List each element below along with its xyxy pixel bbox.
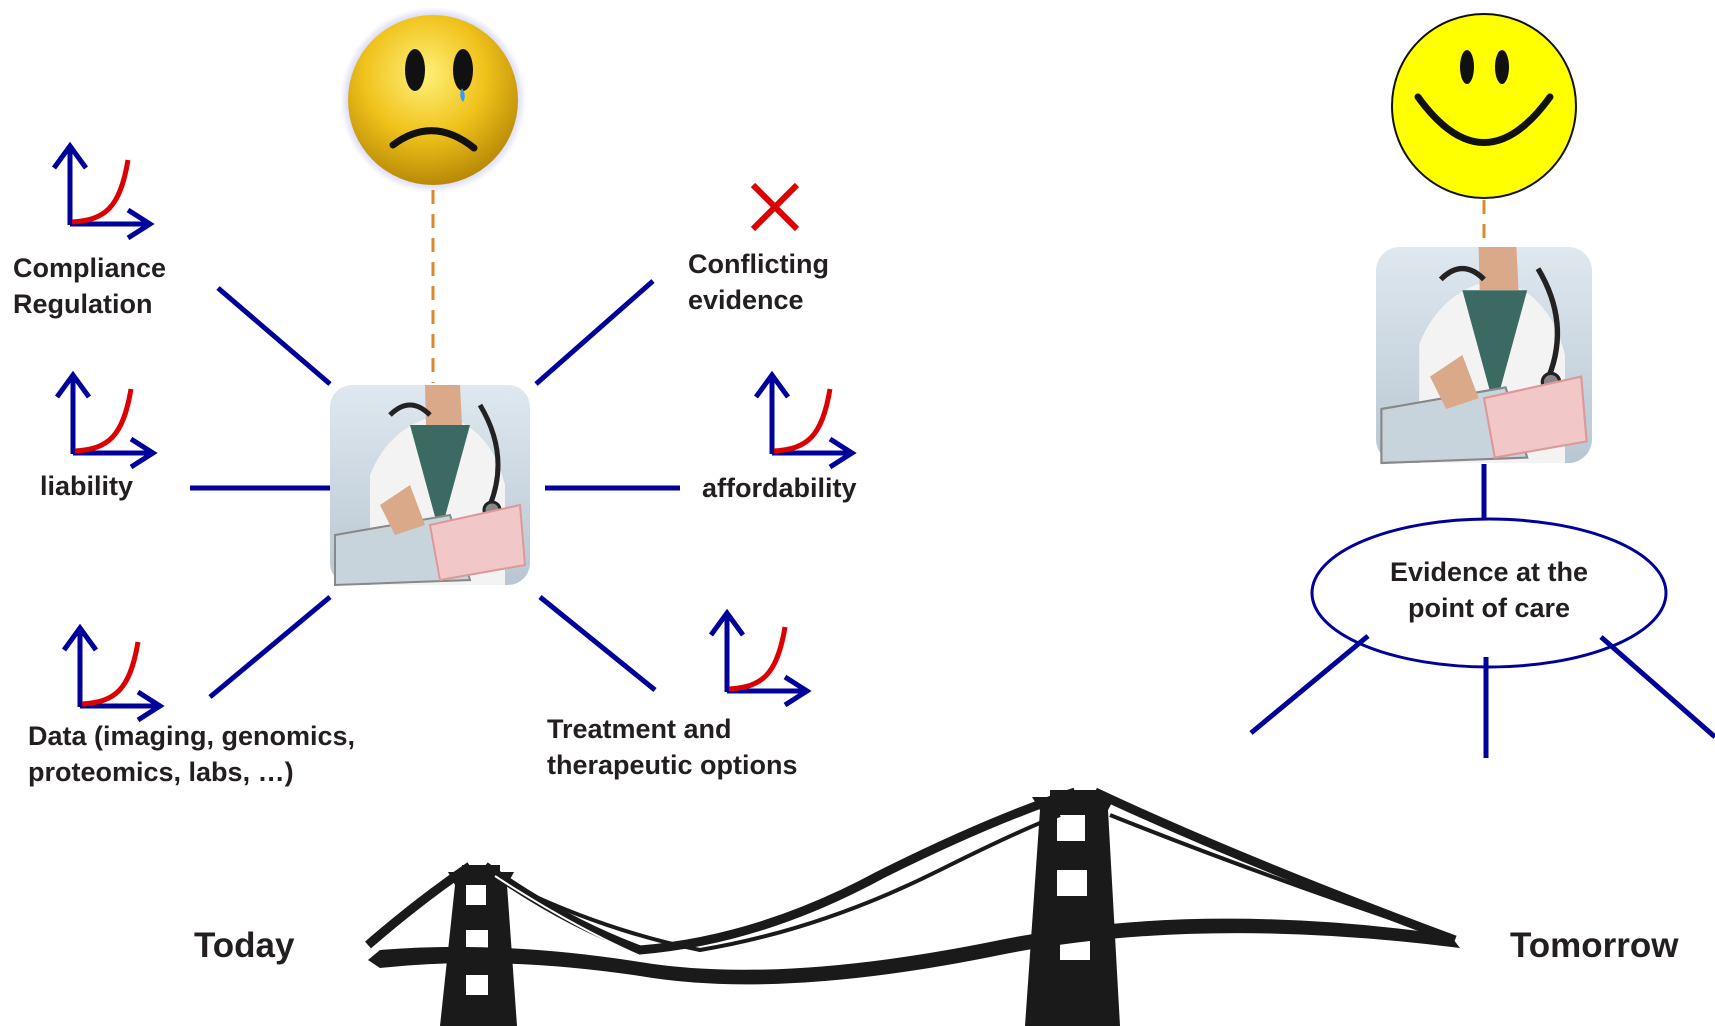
label-conflicting: Conflicting evidence	[688, 246, 829, 318]
label-treatment: Treatment and therapeutic options	[547, 711, 798, 783]
label-compliance-line2: Regulation	[13, 289, 153, 319]
label-affordability: affordability	[702, 473, 857, 503]
label-conflicting-line1: Conflicting	[688, 249, 829, 279]
happy-face-icon	[1391, 13, 1577, 199]
spoke-compliance	[216, 286, 332, 386]
label-data-line2: proteomics, labs, …)	[28, 757, 294, 787]
label-compliance-line1: Compliance	[13, 253, 167, 283]
doctor-photo-tomorrow	[1376, 247, 1592, 463]
trend-icon-treatment	[711, 613, 807, 705]
label-data: Data (imaging, genomics, proteomics, lab…	[28, 718, 355, 790]
label-conflicting-line2: evidence	[688, 285, 804, 315]
doctor-photo-today	[330, 385, 530, 585]
label-treatment-line1: Treatment and	[547, 714, 732, 744]
spoke-treatment	[538, 595, 657, 692]
sad-face-icon	[340, 7, 526, 193]
suspension-bridge	[365, 787, 1460, 1026]
spoke-evidence-left	[1249, 634, 1370, 735]
label-evidence: Evidence at the point of care	[1354, 554, 1624, 626]
label-liability: liability	[40, 471, 134, 501]
label-evidence-line1: Evidence at the	[1389, 557, 1589, 587]
bridge-cable-highlight	[494, 875, 641, 957]
spoke-data	[208, 595, 332, 699]
label-data-line1: Data (imaging, genomics,	[28, 721, 356, 751]
trend-icon-affordability	[756, 375, 852, 467]
trend-icon-liability	[57, 375, 153, 467]
label-compliance: Compliance Regulation	[13, 250, 166, 322]
trend-icon-compliance	[54, 146, 150, 238]
spoke-conflicting	[534, 279, 655, 386]
label-evidence-line2: point of care	[1407, 593, 1570, 623]
label-treatment-line2: therapeutic options	[547, 750, 798, 780]
label-today: Today	[194, 926, 295, 965]
red-x-icon	[750, 182, 800, 232]
label-tomorrow: Tomorrow	[1510, 926, 1679, 965]
evidence-ellipse	[1310, 517, 1668, 669]
trend-icon-data	[64, 628, 160, 720]
spoke-evidence-right	[1599, 635, 1715, 739]
